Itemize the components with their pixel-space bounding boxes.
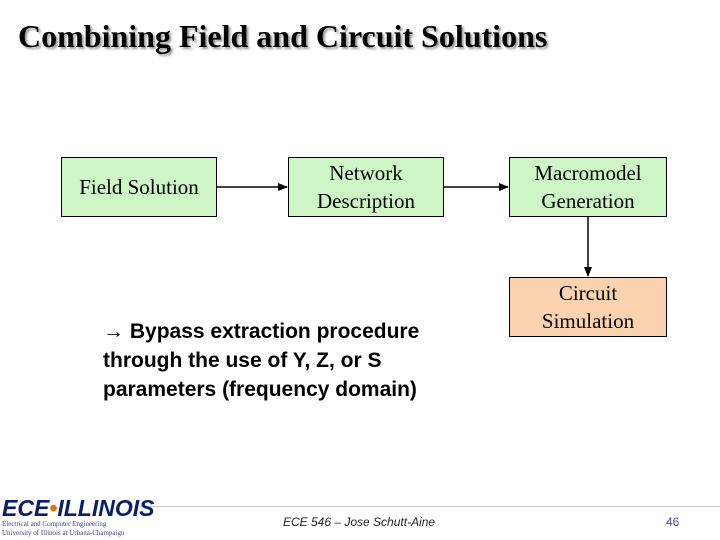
footer-text: ECE 546 – Jose Schutt-Aine: [283, 515, 436, 529]
circuit-simulation-box: Circuit Simulation: [509, 277, 667, 337]
field-solution-label: Field Solution: [79, 175, 199, 199]
footer-divider: [140, 506, 720, 507]
slide-title: Combining Field and Circuit Solutions: [18, 18, 548, 54]
network-description-box: Network Description: [288, 157, 444, 217]
logo-wordmark: ECE•ILLINOIS: [2, 495, 155, 521]
ece-illinois-logo: ECE•ILLINOIS Electrical and Computer Eng…: [2, 495, 155, 538]
bullet-text: Bypass extraction procedure through the …: [103, 320, 420, 401]
field-solution-box: Field Solution: [61, 157, 217, 217]
macromodel-generation-box: Macromodel Generation: [509, 157, 667, 217]
logo-word-ece: ECE: [2, 495, 50, 521]
logo-word-illinois: ILLINOIS: [57, 495, 155, 521]
logo-subtitle-1: Electrical and Computer Engineering: [2, 520, 107, 528]
bullet-arrow-icon: →: [103, 320, 124, 343]
bullet-point: → Bypass extraction procedure through th…: [103, 317, 453, 404]
macromodel-generation-label: Macromodel Generation: [534, 161, 642, 213]
logo-subtitle-2: University of Illinois at Urbana-Champai…: [2, 529, 125, 537]
circuit-simulation-label: Circuit Simulation: [541, 281, 635, 333]
page-number: 46: [666, 515, 680, 529]
network-description-label: Network Description: [317, 161, 415, 213]
